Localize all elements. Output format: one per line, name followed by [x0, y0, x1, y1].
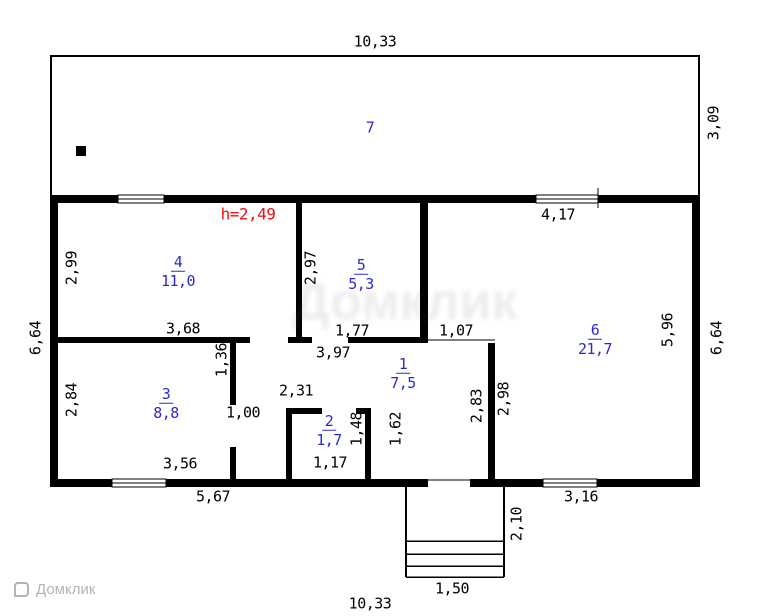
dim-room6-right: 5,96 — [658, 312, 677, 348]
domclick-logo-icon — [14, 582, 29, 597]
room-label-2: 2 1,7 — [316, 412, 342, 450]
dim-room2-right: 1,48 — [347, 411, 366, 447]
dim-top-width: 10,33 — [353, 32, 397, 51]
watermark-bottom: Домклик — [14, 581, 95, 598]
porch — [405, 487, 505, 578]
main-exterior-walls — [50, 195, 700, 487]
room-label-6: 6 21,7 — [577, 321, 613, 359]
dim-room3-bottom: 3,56 — [162, 454, 198, 473]
room-number: 2 — [321, 412, 337, 431]
room-label-7: 7 — [363, 118, 378, 137]
room-number: 6 — [587, 321, 603, 340]
room-area: 21,7 — [577, 340, 613, 358]
room-label-4: 4 11,0 — [160, 253, 196, 291]
dim-bottom-width: 10,33 — [348, 594, 392, 613]
ceiling-height-note: h=2,49 — [220, 204, 276, 224]
room-area: 5,3 — [348, 275, 374, 293]
watermark-brand-text: Домклик — [36, 581, 96, 598]
stove-mark — [76, 146, 86, 156]
veranda-walls — [50, 55, 700, 195]
room-area: 8,8 — [153, 404, 179, 422]
room-number: 3 — [158, 385, 174, 404]
room-number: 7 — [365, 118, 375, 137]
dim-right-height: 6,64 — [707, 320, 726, 356]
dim-bottom-left: 5,67 — [195, 487, 231, 506]
room-label-3: 3 8,8 — [153, 385, 179, 423]
dim-room6-lower-left: 2,98 — [494, 381, 513, 417]
dim-notch-left: 2,83 — [467, 388, 486, 424]
dim-porch-width: 1,50 — [434, 579, 470, 598]
room-label-1: 1 7,5 — [390, 355, 416, 393]
dim-room3-left: 2,84 — [62, 382, 81, 418]
dim-porch-height: 2,10 — [507, 506, 526, 542]
dim-wall-seg-room3: 1,36 — [212, 342, 231, 378]
dim-bottom-right: 3,16 — [563, 487, 599, 506]
dim-corridor-height: 1,62 — [386, 411, 405, 447]
dim-room4-bottom: 3,68 — [165, 319, 201, 338]
room-number: 1 — [395, 355, 411, 374]
room-area: 1,7 — [316, 431, 342, 449]
dim-room4-left: 2,99 — [62, 250, 81, 286]
dim-room5-left: 2,97 — [301, 250, 320, 286]
dim-door-room3: 1,00 — [225, 403, 261, 422]
room-area: 7,5 — [390, 374, 416, 392]
dim-left-height: 6,64 — [26, 320, 45, 356]
room-number: 4 — [170, 253, 186, 272]
dim-veranda-height: 3,09 — [704, 105, 723, 141]
dim-hall-width: 2,31 — [278, 381, 314, 400]
room-area: 11,0 — [160, 272, 196, 290]
dim-room6-top: 4,17 — [540, 205, 576, 224]
door-thresholds — [428, 339, 495, 481]
dim-door-room6: 1,07 — [438, 321, 474, 340]
windows — [111, 188, 599, 488]
dim-room2-bottom: 1,17 — [312, 453, 348, 472]
door-openings — [230, 337, 470, 487]
room-number: 5 — [353, 256, 369, 275]
room-label-5: 5 5,3 — [348, 256, 374, 294]
dim-room5-bottom: 1,77 — [334, 321, 370, 340]
dim-hall-top: 3,97 — [315, 343, 351, 362]
